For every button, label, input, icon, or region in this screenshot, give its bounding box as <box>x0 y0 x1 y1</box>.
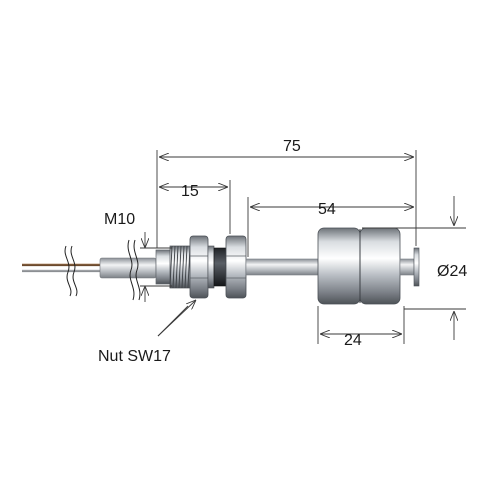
wire-break-mark <box>70 245 78 297</box>
thread-lines <box>169 245 191 289</box>
dimension-lines <box>140 150 466 344</box>
thread-callout-label: M10 <box>104 211 135 228</box>
cable-jacket <box>99 257 157 279</box>
sealing-washer <box>207 245 215 289</box>
sleeve <box>155 249 173 285</box>
stem-tube <box>245 258 321 276</box>
stem-end <box>399 258 415 276</box>
dim-diameter-label: Ø24 <box>437 263 467 280</box>
cable-assembly <box>22 239 157 301</box>
dim-54-label: 54 <box>318 201 336 218</box>
cable-break-mark <box>133 239 141 301</box>
end-clip <box>413 247 420 287</box>
float <box>317 227 401 305</box>
dim-75-label: 75 <box>283 138 301 155</box>
wire-break-mark <box>64 245 72 297</box>
hex-nut-1 <box>189 235 209 299</box>
hex-nut-2 <box>225 235 247 299</box>
cable-break-mark <box>127 239 135 301</box>
nut-callout-label: Nut SW17 <box>98 348 171 365</box>
dim-15-label: 15 <box>181 183 199 200</box>
threaded-body <box>155 245 191 289</box>
thread-section-2 <box>213 247 227 287</box>
dim-24-label: 24 <box>344 332 362 349</box>
nut-leader-2 <box>157 305 189 337</box>
